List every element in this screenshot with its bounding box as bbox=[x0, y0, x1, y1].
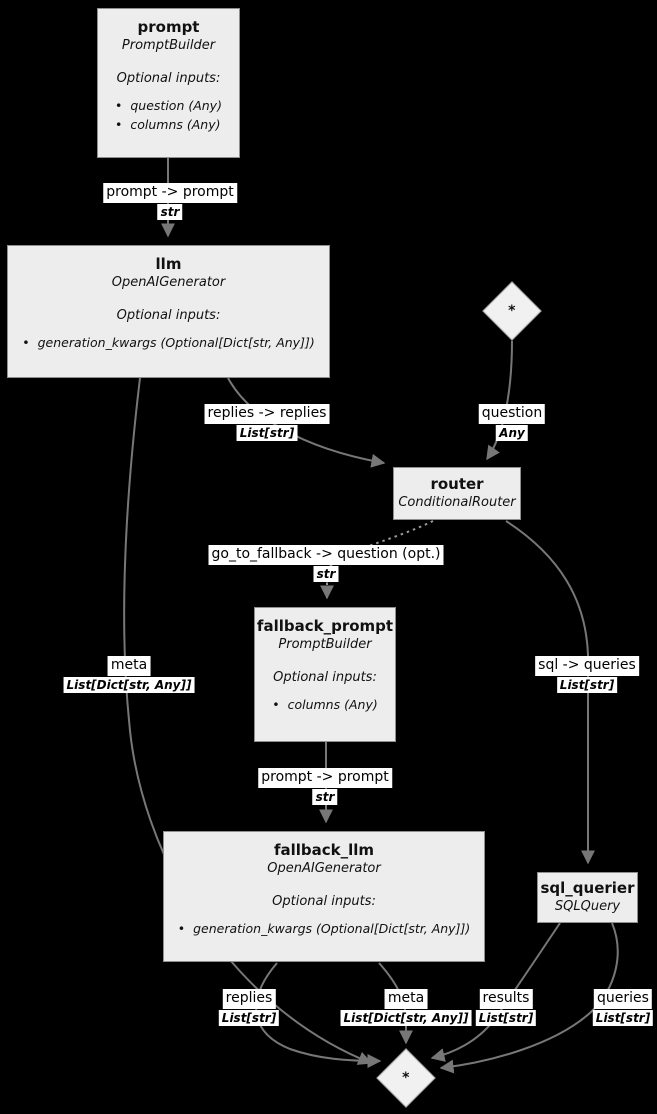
edge-label-text: meta bbox=[384, 989, 428, 1009]
node-subtitle: PromptBuilder bbox=[278, 636, 372, 652]
input-item: columns (Any) bbox=[115, 116, 222, 135]
node-sql-querier: sql_querier SQLQuery bbox=[537, 872, 638, 923]
edge-type-text: str bbox=[312, 788, 338, 806]
edge-label-prompt-prompt-2: prompt -> prompt str bbox=[258, 768, 392, 806]
edge-label-text: meta bbox=[107, 656, 151, 676]
edge-label-meta-out: meta List[Dict[str, Any]] bbox=[340, 989, 472, 1027]
edge-type-text: List[str] bbox=[556, 676, 618, 694]
node-title: llm bbox=[155, 255, 182, 273]
node-fallback-llm: fallback_llm OpenAIGenerator Optional in… bbox=[163, 831, 485, 962]
node-subtitle: OpenAIGenerator bbox=[111, 274, 226, 290]
edge-type-text: str bbox=[313, 565, 339, 583]
edge-type-text: List[str] bbox=[236, 424, 298, 442]
edge-type-text: Any bbox=[496, 424, 528, 442]
edge-label-question: question Any bbox=[478, 404, 546, 442]
edge-label-go-to-fallback: go_to_fallback -> question (opt.) str bbox=[208, 545, 444, 583]
optional-inputs-label: Optional inputs: bbox=[116, 71, 221, 87]
node-llm: llm OpenAIGenerator Optional inputs: gen… bbox=[7, 245, 330, 378]
edge-type-text: List[str] bbox=[218, 1009, 280, 1027]
edge-label-queries-out: queries List[str] bbox=[592, 989, 654, 1027]
edge-label-text: replies bbox=[222, 989, 276, 1009]
optional-inputs-list: generation_kwargs (Optional[Dict[str, An… bbox=[22, 334, 315, 353]
edge-label-replies-replies: replies -> replies List[str] bbox=[204, 404, 330, 442]
input-item: generation_kwargs (Optional[Dict[str, An… bbox=[22, 334, 315, 353]
edge-type-text: List[str] bbox=[592, 1009, 654, 1027]
edge-label-replies-out: replies List[str] bbox=[218, 989, 280, 1027]
edge-label-text: question bbox=[478, 404, 546, 424]
edge-label-text: prompt -> prompt bbox=[258, 768, 392, 788]
node-title: router bbox=[430, 475, 484, 494]
node-title: fallback_llm bbox=[273, 841, 375, 859]
node-title: prompt bbox=[137, 18, 200, 36]
edge-label-prompt-prompt: prompt -> prompt str bbox=[103, 183, 237, 221]
node-title: fallback_prompt bbox=[256, 617, 394, 635]
edge-label-text: queries bbox=[594, 989, 652, 1009]
star-symbol: * bbox=[402, 1069, 410, 1086]
node-fallback-prompt: fallback_prompt PromptBuilder Optional i… bbox=[254, 607, 396, 742]
optional-inputs-label: Optional inputs: bbox=[116, 308, 221, 324]
edge-type-text: str bbox=[157, 203, 183, 221]
edge-label-text: sql -> queries bbox=[535, 656, 639, 676]
star-symbol: * bbox=[508, 302, 516, 319]
input-item: columns (Any) bbox=[272, 696, 378, 715]
edge-router-to-sqlquerier bbox=[505, 520, 595, 865]
optional-inputs-label: Optional inputs: bbox=[272, 894, 376, 910]
node-subtitle: OpenAIGenerator bbox=[267, 860, 381, 876]
node-router: router ConditionalRouter bbox=[393, 467, 521, 520]
node-prompt: prompt PromptBuilder Optional inputs: qu… bbox=[97, 8, 240, 158]
edge-label-text: results bbox=[479, 989, 533, 1009]
input-item: question (Any) bbox=[115, 97, 222, 116]
optional-inputs-list: generation_kwargs (Optional[Dict[str, An… bbox=[178, 920, 470, 939]
input-item: generation_kwargs (Optional[Dict[str, An… bbox=[178, 920, 470, 939]
node-subtitle: PromptBuilder bbox=[121, 37, 216, 53]
edge-sqlquerier-queries-to-outputstar bbox=[439, 922, 619, 1074]
edge-label-results-out: results List[str] bbox=[475, 989, 537, 1027]
edge-label-meta-left: meta List[Dict[str, Any]] bbox=[63, 656, 195, 694]
optional-inputs-list: columns (Any) bbox=[272, 696, 378, 715]
edge-type-text: List[Dict[str, Any]] bbox=[63, 676, 195, 694]
edge-label-text: prompt -> prompt bbox=[103, 183, 237, 203]
edge-type-text: List[str] bbox=[475, 1009, 537, 1027]
node-title: sql_querier bbox=[540, 879, 635, 898]
edge-label-text: replies -> replies bbox=[204, 404, 330, 424]
optional-inputs-list: question (Any) columns (Any) bbox=[115, 97, 222, 135]
node-subtitle: SQLQuery bbox=[554, 898, 621, 914]
node-subtitle: ConditionalRouter bbox=[398, 494, 516, 510]
edge-label-sql-queries: sql -> queries List[str] bbox=[535, 656, 639, 694]
optional-inputs-label: Optional inputs: bbox=[273, 670, 377, 686]
edge-type-text: List[Dict[str, Any]] bbox=[340, 1009, 472, 1027]
edge-label-text: go_to_fallback -> question (opt.) bbox=[208, 545, 444, 565]
